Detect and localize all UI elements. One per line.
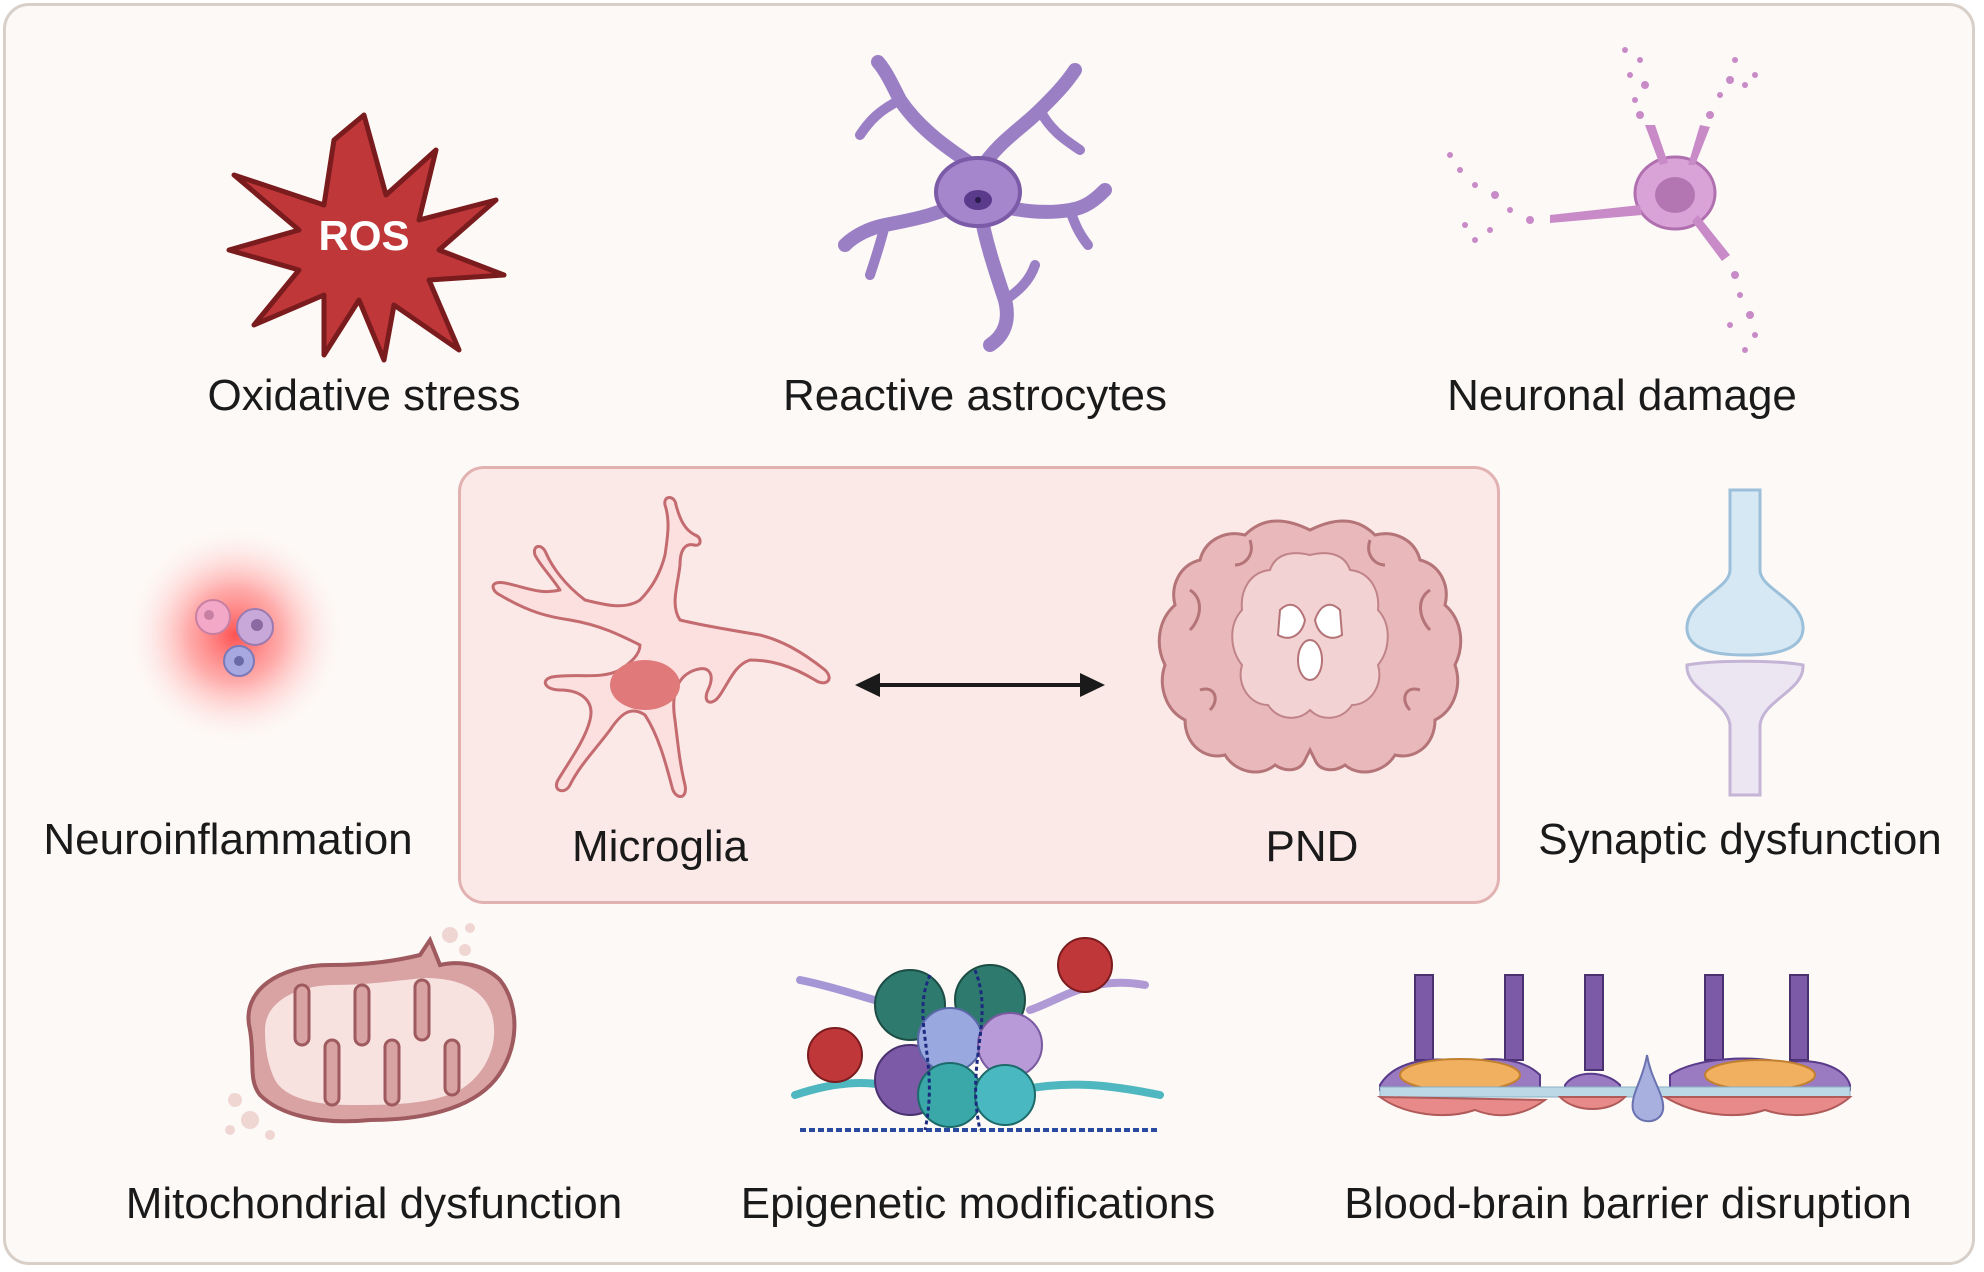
oxidative-stress-label: Oxidative stress (207, 371, 521, 420)
epigenetic-modifications-label: Epigenetic modifications (740, 1179, 1216, 1228)
microglia-label: Microglia (571, 822, 749, 871)
neuroinflammation-icon (130, 530, 340, 740)
bbb-disruption-label: Blood-brain barrier disruption (1344, 1179, 1912, 1228)
ros-text: ROS (318, 212, 409, 259)
blood-brain-barrier-icon (1376, 974, 1853, 1123)
pnd-label: PND (1265, 822, 1359, 871)
ros-starburst-icon: ROS (226, 112, 507, 363)
brain-section-icon (1157, 519, 1463, 774)
synapse-icon (1685, 488, 1805, 797)
damaged-mitochondrion-icon (225, 923, 517, 1140)
bidirectional-arrow-icon (855, 673, 1105, 697)
reactive-astrocytes-label: Reactive astrocytes (783, 371, 1167, 420)
synaptic-dysfunction-label: Synaptic dysfunction (1538, 815, 1942, 864)
neuronal-damage-label: Neuronal damage (1447, 371, 1797, 420)
nucleosome-epigenetic-icon (791, 937, 1164, 1132)
neuroinflammation-label: Neuroinflammation (43, 815, 413, 864)
reactive-astrocyte-icon (838, 55, 1112, 352)
microglia-icon (491, 496, 831, 798)
mitochondrial-dysfunction-label: Mitochondrial dysfunction (125, 1179, 623, 1228)
damaged-neuron-icon (1447, 47, 1758, 353)
